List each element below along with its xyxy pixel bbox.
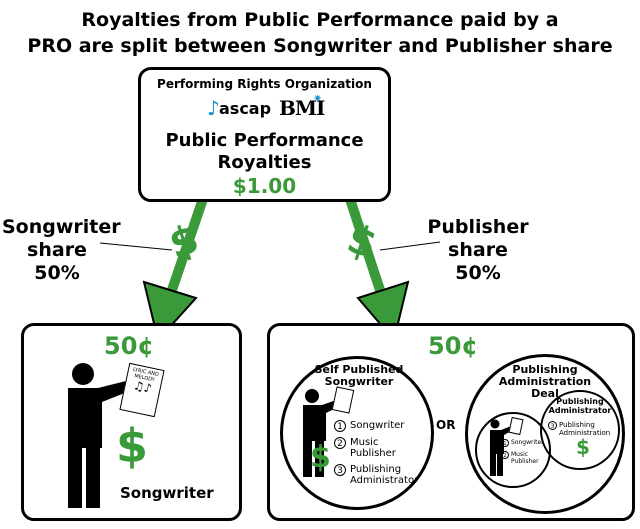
pro-amount: $1.00 <box>232 174 297 198</box>
admin-inner-title: Publishing Administrator <box>547 397 613 415</box>
pro-box: Performing Rights Organization ♪ ascap B… <box>138 67 391 202</box>
admin-item-3-label-2: Administration <box>559 429 611 437</box>
self-item-3-num: 3 <box>334 464 346 476</box>
self-published-dollar-icon: $ <box>310 440 331 475</box>
admin-dollar-icon: $ <box>576 435 590 459</box>
bmi-logo: BMI <box>279 96 325 120</box>
right-arrow <box>342 188 410 343</box>
songwriter-dollar-icon: $ <box>116 419 149 473</box>
self-item-1-label: Songwriter <box>350 420 405 431</box>
title-line-2: PRO are split between Songwriter and Pub… <box>27 35 613 57</box>
self-item-1-num: 1 <box>334 420 346 432</box>
admin-item-2-num: 2 <box>501 451 509 459</box>
self-item-3-label-2: Administrator <box>350 475 419 486</box>
self-item-3-label-1: Publishing <box>350 464 402 475</box>
admin-item-3-label-1: Publishing <box>559 421 595 429</box>
admin-deal-title: Publishing Administration Deal <box>490 364 600 400</box>
publisher-share-line1: Publisher <box>427 216 529 238</box>
bmi-star-icon: ✷ <box>313 92 323 105</box>
songwriter-share-pct: 50% <box>34 262 80 284</box>
publisher-share-pct: 50% <box>455 262 501 284</box>
pro-line-2: Royalties <box>217 152 312 173</box>
publisher-amount: 50¢ <box>428 332 479 360</box>
songwriter-box: 50¢ LYRIC AND MELODY ♫♪ $ Songwriter <box>21 323 242 521</box>
left-arrow <box>142 188 211 343</box>
admin-deal-title-1: Publishing <box>512 363 578 376</box>
self-item-1: 1 Songwriter <box>334 420 432 432</box>
pro-logos: ♪ ascap BMI ✷ <box>207 92 327 122</box>
self-published-title-1: Self Published <box>314 363 404 376</box>
self-published-title: Self Published Songwriter <box>304 364 414 388</box>
publisher-share-line2: share <box>448 239 508 261</box>
admin-item-2-label-1: Music <box>511 451 529 458</box>
admin-deal-title-2: Administration Deal <box>498 375 592 400</box>
songwriter-share-label: Songwriter share 50% <box>2 216 121 285</box>
songwriter-leader-line <box>99 242 173 251</box>
admin-deal-circle <box>465 354 625 514</box>
self-item-2-label-2: Publisher <box>350 448 396 459</box>
publisher-share-label: Publisher share 50% <box>418 216 538 285</box>
admin-item-1-label: Songwriter <box>511 439 544 446</box>
songwriter-label: Songwriter <box>120 484 214 502</box>
publisher-leader-line <box>379 241 441 251</box>
title-line-1: Royalties from Public Performance paid b… <box>81 9 559 31</box>
self-published-title-2: Songwriter <box>324 375 394 388</box>
self-published-circle <box>280 356 434 510</box>
admin-administrator-circle <box>540 390 620 470</box>
songwriter-person-icon <box>68 363 142 508</box>
songwriter-amount: 50¢ <box>104 332 155 360</box>
self-item-2-num: 2 <box>334 437 346 449</box>
admin-inner-title-1: Publishing <box>556 397 604 406</box>
pro-heading: Performing Rights Organization <box>157 77 372 91</box>
songwriter-share-line1: Songwriter <box>2 216 121 238</box>
or-label: OR <box>436 418 456 432</box>
admin-inner-title-2: Administrator <box>548 406 612 415</box>
songwriter-share-line2: share <box>27 239 87 261</box>
ascap-logo: ascap <box>219 99 272 118</box>
admin-item-1-num: 1 <box>501 439 509 447</box>
admin-item-2-label-2: Publisher <box>511 458 539 465</box>
pro-line-1: Public Performance <box>165 130 364 151</box>
admin-item-3-num: 3 <box>548 421 557 430</box>
self-item-2-label-1: Music <box>350 437 379 448</box>
ascap-note-icon: ♪ <box>207 96 220 120</box>
